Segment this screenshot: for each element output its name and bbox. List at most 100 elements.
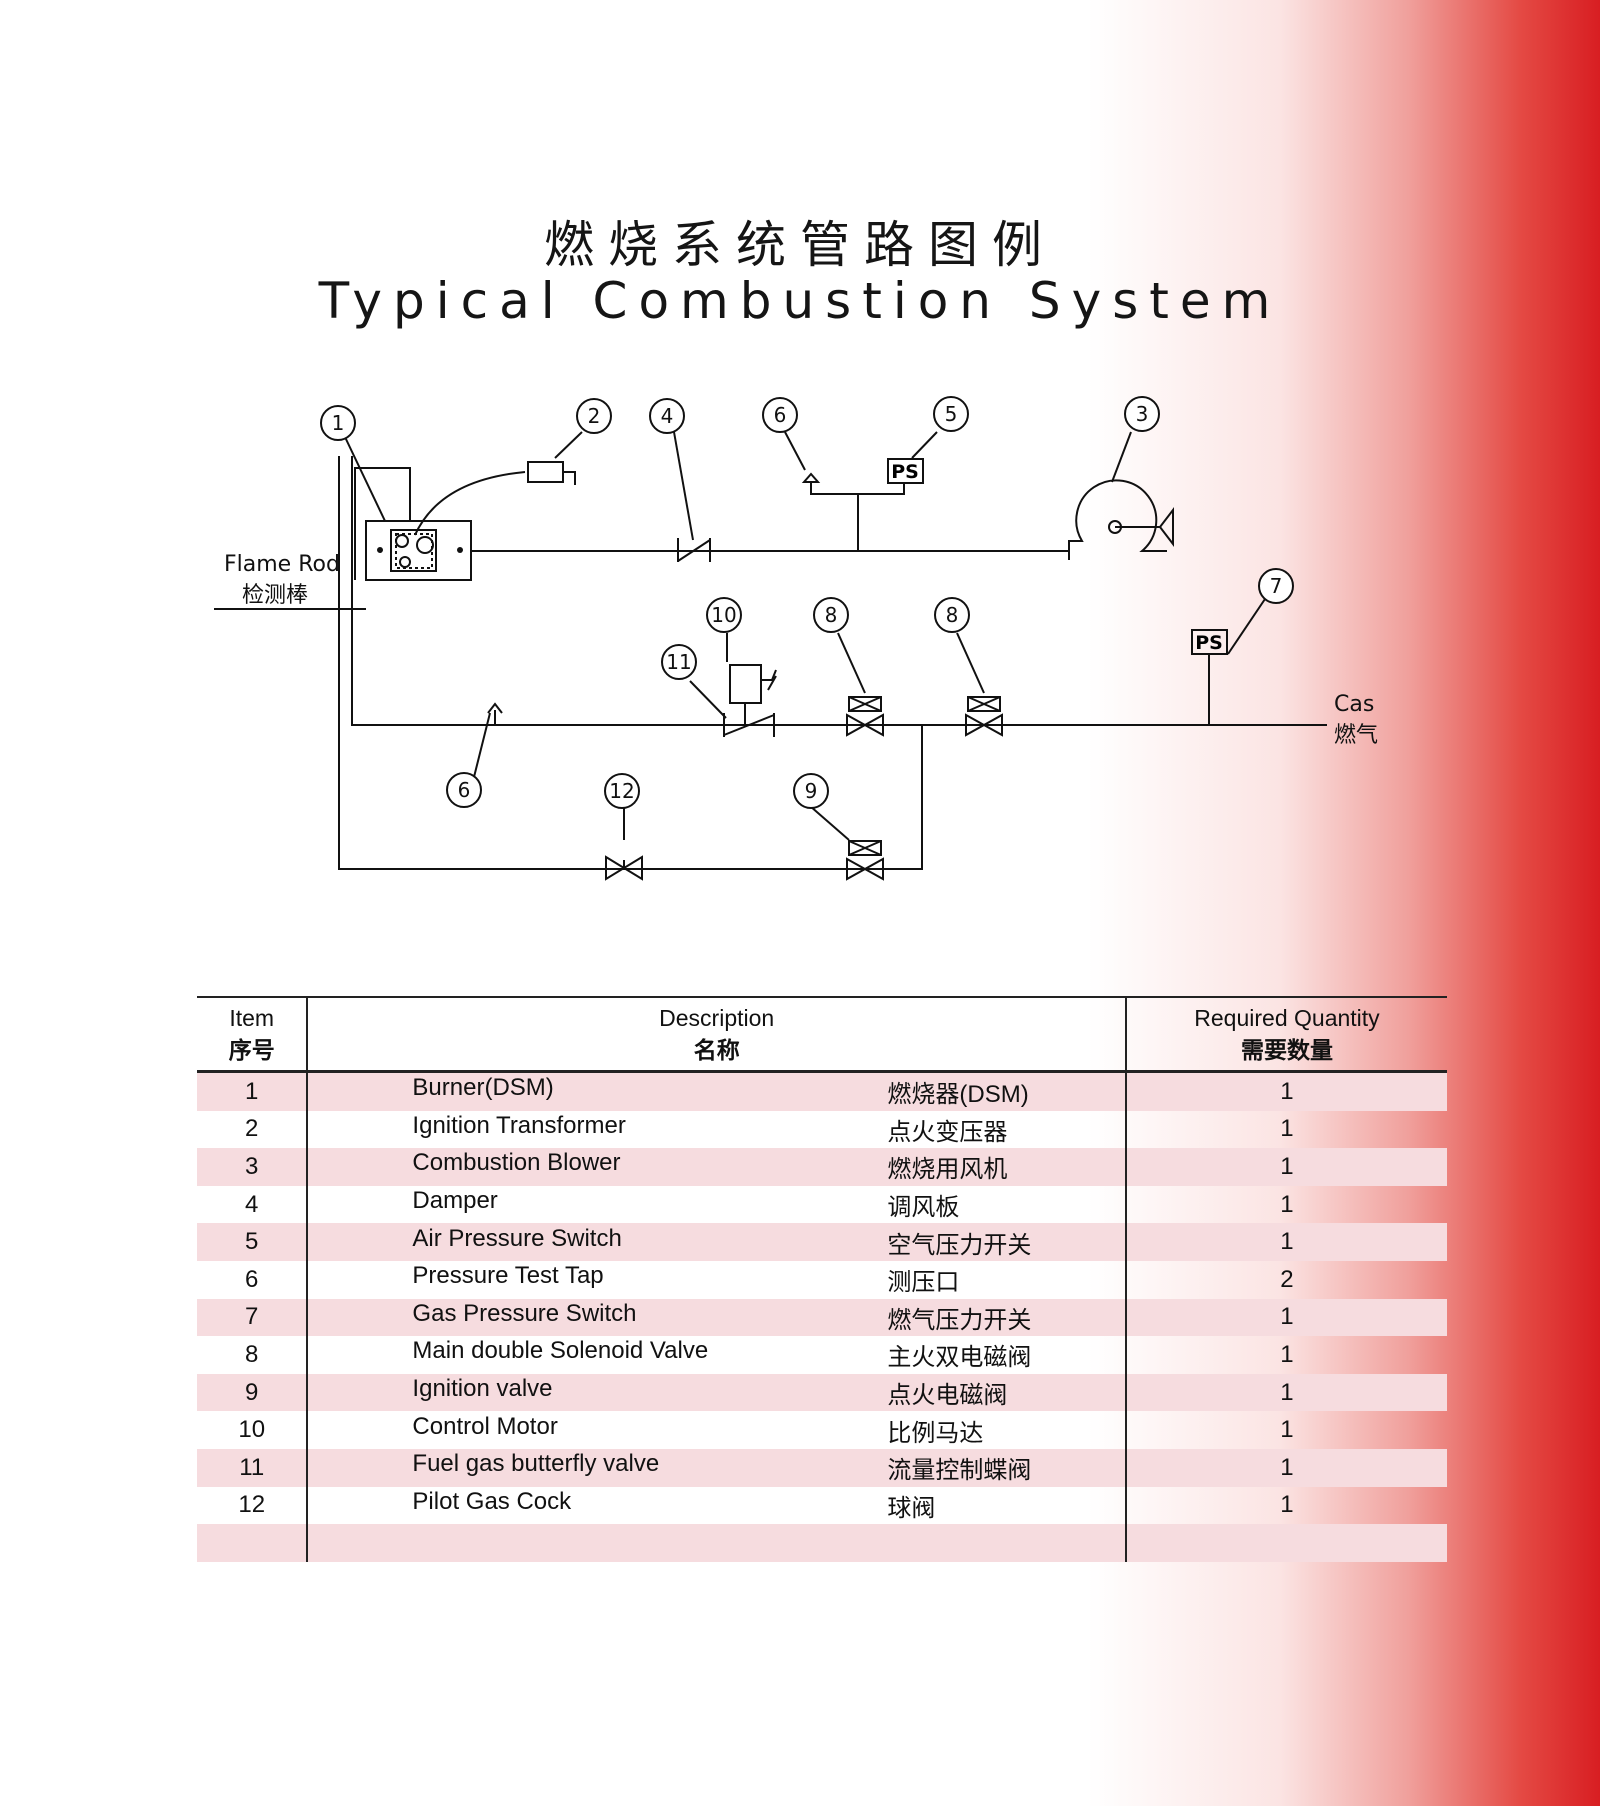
- svg-text:2: 2: [588, 404, 601, 428]
- svg-text:11: 11: [666, 650, 691, 674]
- cell-item: 4: [197, 1185, 309, 1224]
- callout-6-top: 6: [762, 397, 798, 433]
- cell-quantity: 1: [1124, 1148, 1447, 1186]
- callout-10: 10: [706, 597, 742, 633]
- main-solenoid-valve-2: [965, 696, 1003, 737]
- svg-text:12: 12: [609, 779, 634, 803]
- cell-item: 10: [197, 1411, 309, 1449]
- header-qty-en: Required Quantity: [1194, 1005, 1380, 1031]
- callout-3: 3: [1124, 396, 1160, 432]
- cell-quantity: 1: [1124, 1071, 1447, 1111]
- cell-desc-en: Combustion Blower: [412, 1149, 621, 1177]
- cell-item: 1: [197, 1071, 309, 1111]
- air-pressure-tap: PS: [801, 458, 924, 551]
- cell-description: Combustion Blower 燃烧用风机: [307, 1148, 1126, 1186]
- combustion-blower: [1068, 479, 1174, 560]
- cell-quantity: 1: [1124, 1486, 1447, 1525]
- svg-text:3: 3: [1136, 402, 1149, 426]
- cell-desc-cn: 测压口: [887, 1269, 960, 1297]
- ignition-valve: [846, 840, 884, 881]
- cell-item: 6: [197, 1260, 309, 1299]
- gas-ps-label: PS: [1195, 632, 1223, 654]
- table-header: Item 序号 Description 名称 Required Quantity…: [197, 996, 1447, 1073]
- gas-pressure-tap: [487, 702, 503, 725]
- callout-4: 4: [649, 398, 685, 434]
- table-row: 1 Burner(DSM) 燃烧器(DSM) 1: [197, 1071, 1447, 1111]
- cell-quantity: 1: [1124, 1223, 1447, 1261]
- leader-lines: [344, 431, 1266, 841]
- main-solenoid-valve-1: [846, 696, 884, 737]
- cell-quantity: 1: [1124, 1185, 1447, 1224]
- svg-text:6: 6: [458, 778, 471, 802]
- cell-desc-en: Pressure Test Tap: [412, 1262, 604, 1290]
- gas-label-cn: 燃气: [1334, 723, 1378, 748]
- cell-item: 9: [197, 1373, 309, 1412]
- cell-desc-en: Ignition Transformer: [412, 1111, 626, 1139]
- header-description: Description 名称: [307, 996, 1126, 1073]
- title-chinese: 燃烧系统管路图例: [544, 216, 1056, 274]
- cell-item: 5: [197, 1223, 309, 1261]
- svg-text:5: 5: [945, 402, 958, 426]
- cell-desc-en: Burner(DSM): [412, 1074, 554, 1102]
- header-qty-cn: 需要数量: [1240, 1037, 1333, 1063]
- callout-7: 7: [1258, 568, 1294, 604]
- pilot-line: [338, 456, 923, 870]
- cell-desc-cn: 主火双电磁阀: [887, 1344, 1032, 1372]
- cell-desc-en: Gas Pressure Switch: [412, 1299, 637, 1327]
- cell-desc-cn: 燃烧器(DSM): [887, 1081, 1029, 1109]
- cell-desc-cn: 燃烧用风机: [887, 1156, 1008, 1184]
- cell-quantity: [1124, 1524, 1447, 1562]
- cell-quantity: 1: [1124, 1298, 1447, 1337]
- cell-description: Air Pressure Switch 空气压力开关: [307, 1223, 1126, 1261]
- cell-desc-cn: 调风板: [887, 1194, 960, 1222]
- svg-text:10: 10: [711, 603, 736, 627]
- cell-quantity: 1: [1124, 1336, 1447, 1374]
- header-item: Item 序号: [197, 996, 309, 1073]
- gas-pressure-switch: PS: [1191, 629, 1228, 725]
- callout-6-bottom: 6: [446, 772, 482, 808]
- cell-desc-cn: 空气压力开关: [887, 1231, 1032, 1259]
- gas-main-line: [351, 456, 1327, 726]
- butterfly-valve: [723, 664, 777, 737]
- cell-item: 8: [197, 1336, 309, 1374]
- cell-quantity: 1: [1124, 1411, 1447, 1449]
- cell-description: Pressure Test Tap 测压口: [307, 1261, 1126, 1299]
- header-desc-en: Description: [659, 1005, 775, 1031]
- flame-rod-label-cn: 检测棒: [242, 583, 308, 608]
- cell-quantity: 1: [1124, 1448, 1447, 1487]
- callout-8-a: 8: [813, 597, 849, 633]
- svg-text:7: 7: [1270, 574, 1283, 598]
- cell-item: [197, 1524, 309, 1562]
- cell-quantity: 2: [1124, 1260, 1447, 1299]
- combustion-diagram: PS PS: [214, 396, 1378, 881]
- damper: [677, 538, 711, 562]
- cell-item: 7: [197, 1298, 309, 1337]
- cell-desc-en: Air Pressure Switch: [412, 1224, 622, 1252]
- cell-desc-en: Control Motor: [412, 1412, 558, 1440]
- table-row: [197, 1524, 1447, 1562]
- cell-desc-en: Ignition valve: [412, 1375, 553, 1403]
- svg-text:6: 6: [774, 403, 787, 427]
- cell-desc-cn: 流量控制蝶阀: [887, 1457, 1032, 1485]
- flame-rod-label-en: Flame Rod: [224, 552, 340, 577]
- cell-quantity: 1: [1124, 1110, 1447, 1149]
- callout-12: 12: [604, 773, 640, 809]
- cell-desc-cn: 球阀: [887, 1494, 936, 1522]
- callout-2: 2: [576, 398, 612, 434]
- svg-text:9: 9: [805, 779, 818, 803]
- cell-item: 11: [197, 1448, 309, 1487]
